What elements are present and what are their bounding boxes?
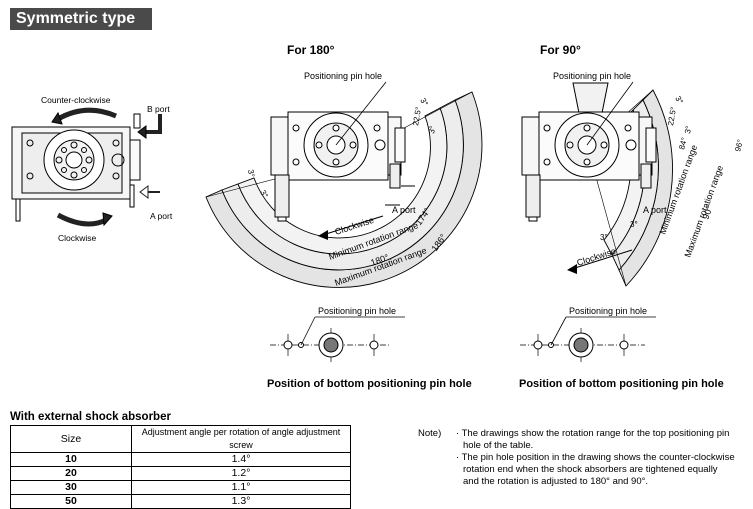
note-line: · The drawings show the rotation range f… bbox=[456, 428, 730, 439]
actuator-90 bbox=[521, 82, 657, 222]
pin-label-90: Positioning pin hole bbox=[553, 71, 631, 81]
note-line: hole of the table. bbox=[463, 440, 534, 451]
note-line: · The pin hole position in the drawing s… bbox=[456, 452, 735, 463]
table-cell-size: 30 bbox=[10, 480, 132, 495]
bottom-caption-180: Position of bottom positioning pin hole bbox=[267, 378, 472, 390]
mid-val-90: 90° bbox=[700, 204, 714, 221]
table-title: With external shock absorber bbox=[10, 411, 171, 423]
angle-bot1-90: 3° bbox=[630, 220, 638, 229]
bottom-pin-label-90: Positioning pin hole bbox=[569, 306, 647, 316]
cw-arrow-90 bbox=[567, 249, 633, 274]
a-port-label-90: A port bbox=[643, 205, 667, 215]
heading-90: For 90° bbox=[540, 43, 581, 57]
angle-bot2-90: 3° bbox=[600, 233, 608, 242]
angle-top-90: 3° bbox=[673, 95, 685, 106]
table-cell-angle: 1.4° bbox=[131, 452, 351, 467]
table-header: Size bbox=[10, 425, 132, 453]
adjustment-angle-table: Size Adjustment angle per rotation of an… bbox=[10, 425, 351, 509]
bottom-pin-label-180: Positioning pin hole bbox=[318, 306, 396, 316]
angle-left2-180: 3° bbox=[258, 189, 270, 200]
angle-adj-90: 22.5° bbox=[666, 106, 678, 126]
a-port-label-180: A port bbox=[392, 205, 416, 215]
table-cell-size: 50 bbox=[10, 494, 132, 509]
cw-label-left: Clockwise bbox=[58, 233, 97, 243]
actuator-180 bbox=[270, 111, 415, 222]
angle-left1-180: 3° bbox=[246, 169, 256, 178]
note-line: rotation end when the shock absorbers ar… bbox=[463, 464, 718, 475]
table-row: 20 1.2° bbox=[10, 466, 351, 481]
table-cell-angle: 1.2° bbox=[131, 466, 351, 481]
table-row: 30 1.1° bbox=[10, 480, 351, 495]
table-cell-angle: 1.3° bbox=[131, 494, 351, 509]
table-cell-size: 10 bbox=[10, 452, 132, 467]
section-title: Symmetric type bbox=[10, 8, 152, 30]
note-prefix: Note) bbox=[418, 428, 442, 439]
bottom-pin-view-180 bbox=[270, 316, 405, 362]
cw-arrow-180 bbox=[318, 215, 384, 240]
note-line: and the rotation is adjusted to 180° and… bbox=[463, 476, 649, 487]
min-val-90: 84° bbox=[677, 136, 689, 150]
bottom-caption-90: Position of bottom positioning pin hole bbox=[519, 378, 724, 390]
angle-right-180: 3° bbox=[427, 125, 437, 134]
max-range-90: Maximum rotation range bbox=[682, 164, 725, 259]
note-block: Note) · The drawings show the rotation ra… bbox=[418, 428, 742, 488]
table-cell-angle: 1.1° bbox=[131, 480, 351, 495]
technical-drawings: Counter-clockwise B port A port Clockwis… bbox=[11, 43, 745, 390]
bottom-pin-view-90 bbox=[520, 316, 656, 362]
left-actuator-view bbox=[11, 107, 162, 227]
heading-180: For 180° bbox=[287, 43, 335, 57]
angle-right-90: 3° bbox=[683, 125, 693, 134]
ccw-label: Counter-clockwise bbox=[41, 95, 111, 105]
cw-label-90: Clockwise bbox=[576, 246, 618, 268]
table-header-row: Size Adjustment angle per rotation of an… bbox=[10, 425, 351, 453]
angle-adj-180: 22.5° bbox=[411, 106, 423, 126]
a-port-label-left: A port bbox=[150, 211, 173, 221]
table-row: 10 1.4° bbox=[10, 452, 351, 467]
max-val-90: 96° bbox=[733, 138, 745, 152]
b-port-label: B port bbox=[147, 104, 170, 114]
counter-clockwise-arrow bbox=[56, 107, 117, 122]
table-header: Adjustment angle per rotation of angle a… bbox=[131, 425, 351, 453]
angle-top-180: 3° bbox=[418, 97, 430, 108]
table-cell-size: 20 bbox=[10, 466, 132, 481]
table-row: 50 1.3° bbox=[10, 494, 351, 509]
pin-label-180: Positioning pin hole bbox=[304, 71, 382, 81]
